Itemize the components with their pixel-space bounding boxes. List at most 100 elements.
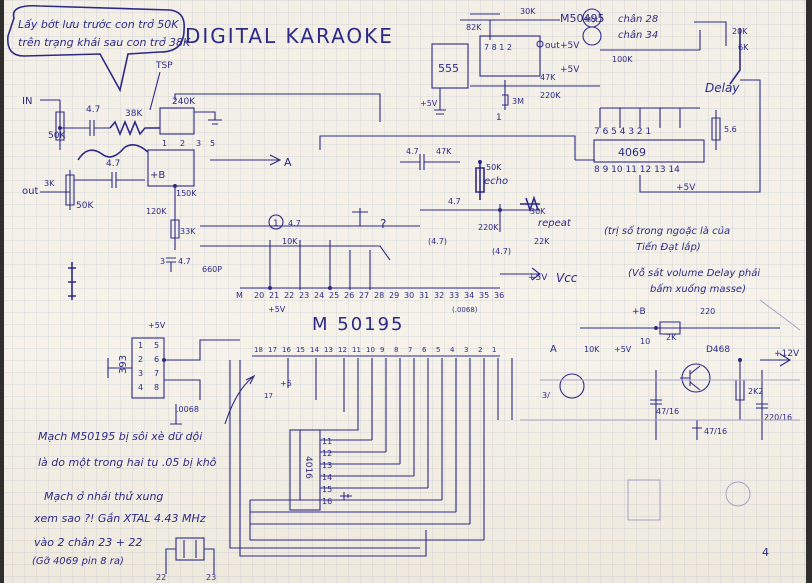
label-c47-right: (4.7) (492, 247, 511, 256)
input-wire (40, 99, 65, 150)
ground-4016 (340, 492, 352, 500)
chip393-wires (164, 339, 240, 425)
note-bl-5: vào 2 chân 23 + 22 (34, 536, 142, 549)
label-v5-top-b: +5V (560, 65, 580, 75)
label-d468: D468 (706, 345, 730, 355)
echo-pot (475, 160, 485, 200)
label-r38k: 38K (125, 109, 143, 119)
ic4069-pins-bottom: 8 9 10 11 12 13 14 (594, 165, 680, 175)
transistor-small (559, 373, 585, 399)
m50195-pin-10: 29 (389, 291, 399, 300)
label-r120k: 120K (146, 207, 167, 216)
note-right-1: (trị số trong ngoặc là của (604, 224, 730, 237)
label-power-r3: 3/ (542, 391, 550, 400)
note-right-2: Tiến Đạt lắp) (636, 240, 701, 253)
label-r6k: 6K (738, 43, 749, 52)
chip393-pin-5: 6 (154, 355, 159, 364)
label-r47b: 4.7 (106, 159, 120, 169)
faint-bleedthrough (520, 379, 800, 421)
ic4069-pins-top: 7 6 5 4 3 2 1 (594, 127, 651, 137)
m50195-pin-15: 34 (464, 291, 474, 300)
label-v5-top-a: +5V (560, 41, 580, 51)
cluster-pin-3: 3 (196, 139, 201, 148)
label-r50k2: 50K (76, 201, 94, 211)
cap-4.7-out (74, 172, 145, 188)
label-r100k: 100K (612, 55, 633, 64)
label-echo-r220k: 220K (478, 223, 499, 232)
out-circle (582, 26, 602, 46)
annotation-arrow (224, 374, 256, 425)
vertical-stack-pin-3: 3 (160, 257, 165, 266)
label-r240k: 240K (172, 97, 196, 107)
label-echo-r30k: 30K (530, 207, 546, 216)
r56-resistor (711, 110, 721, 150)
label-r33k: 33K (180, 227, 196, 236)
bottom-pin-4: 14 (310, 346, 319, 354)
label-m50495: M50495 (560, 12, 604, 25)
bottom-pin-5: 13 (324, 346, 333, 354)
label-v5-555: +5V (420, 99, 438, 108)
label-echo-c47b: 4.7 (448, 197, 461, 206)
label-0068-pinrow: (.0068) (452, 306, 478, 314)
transistor-symbol (680, 365, 701, 391)
delay-pot-wire (600, 21, 727, 51)
label-c47-16: 47/16 (656, 407, 679, 416)
bottom-pin-0: 18 (254, 346, 263, 354)
m50195-pin-9: 28 (374, 291, 384, 300)
ic4069-top-leads (599, 107, 700, 128)
cap-220-16 (756, 370, 768, 440)
label-in: IN (22, 96, 32, 107)
label-delay: Delay (705, 81, 740, 95)
chip393-pin-2: 3 (138, 369, 143, 378)
left-page-edge (0, 0, 4, 583)
arrow-v12 (760, 353, 792, 367)
echo-top-bus (319, 135, 595, 161)
arrow-v5 (500, 267, 541, 281)
ground-555 (434, 88, 446, 115)
label-mid-r10k: 10K (282, 237, 298, 246)
bottom-pin-6: 12 (338, 346, 347, 354)
out-pot (40, 170, 75, 210)
timer-top-wire (460, 13, 560, 40)
bottom-pin-17: 1 (492, 346, 496, 354)
label-r3k: 3K (44, 179, 55, 188)
repeat-pot (520, 195, 540, 213)
label-power-r10: 10 (640, 337, 650, 346)
label-power-v5: +5V (614, 345, 632, 354)
arrow-to-a (210, 154, 282, 166)
note-right-4: bấm xuống masse) (650, 282, 746, 295)
m50195-pin-1: 20 (254, 291, 264, 300)
block-pin-4: 15 (322, 485, 332, 494)
block-pin-2: 13 (322, 461, 332, 470)
label-r3m: 3M (512, 97, 524, 106)
bottom-pin-9: 9 (380, 346, 384, 354)
xtal-leads (165, 540, 215, 574)
chip393-pin-7: 8 (154, 383, 159, 392)
bottom-pin-7: 11 (352, 346, 361, 354)
label-r47a: 4.7 (86, 105, 100, 115)
bottom-pin-16: 2 (478, 346, 482, 354)
m50195-pin-17: 36 (494, 291, 504, 300)
bottom-pin-8: 10 (366, 346, 375, 354)
cluster-pin-5: 5 (210, 139, 215, 148)
m50195-pin-0: M (236, 291, 243, 300)
chip393-pin-0: 1 (138, 341, 143, 350)
label-out-top: out (545, 41, 560, 51)
label-393-v5: +5V (148, 321, 166, 330)
balloon-line1: Lấy bớt lưu trước con trở 50K (18, 18, 179, 31)
label-cap-1: 1 (496, 113, 502, 123)
label-power-a: A (550, 344, 557, 355)
r33k-vertical (170, 186, 180, 250)
note-bl-2: là do một trong hai tụ .05 bị khô (38, 456, 217, 469)
ic-555 (431, 43, 469, 89)
left-resistor-scribble (68, 262, 76, 300)
preamp-pin-1: 1 (162, 139, 167, 148)
bottom-pin-14: 4 (450, 346, 455, 354)
bottom-pin-1: 17 (268, 346, 277, 354)
label-pin-17-4016: 17 (264, 392, 273, 400)
label-power-r2k: 2K (666, 333, 677, 342)
bottom-pin-12: 6 (422, 346, 427, 354)
cap-4.7-in (60, 120, 110, 136)
